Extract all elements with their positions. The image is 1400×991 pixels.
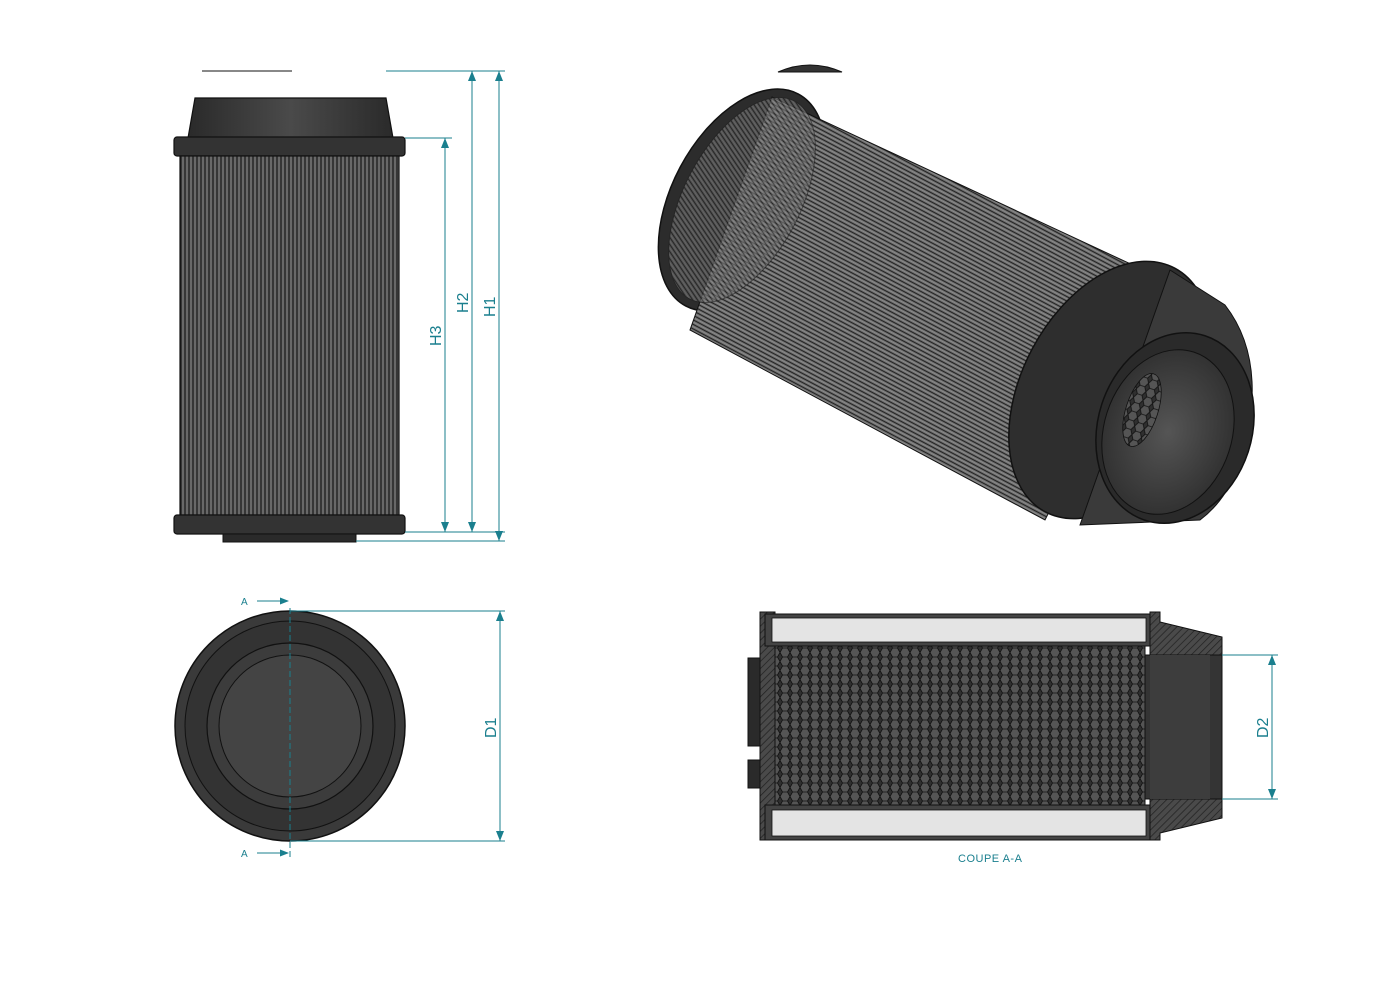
h2-label: H2 (455, 292, 472, 313)
iso-top-arc (777, 64, 843, 73)
h1-label: H1 (482, 296, 499, 317)
section-bottom-media (771, 809, 1147, 837)
top-view: A A (174, 597, 406, 860)
section-left-tab (747, 657, 761, 747)
bottom-tab (222, 533, 357, 543)
front-dimensions: H3 H2 H1 (356, 70, 505, 542)
top-flange (173, 136, 406, 157)
front-view (173, 70, 406, 543)
section-top-media (771, 617, 1147, 643)
d1-label: D1 (483, 717, 500, 738)
bottom-flange (173, 514, 406, 535)
section-caption: COUPE A-A (958, 853, 1023, 865)
h3-label: H3 (428, 325, 445, 346)
section-dimensions: D2 (1222, 654, 1278, 800)
top-view-dimensions: D1 (290, 610, 505, 842)
top-cap (187, 97, 394, 139)
section-view: COUPE A-A (747, 611, 1223, 865)
section-mark-top: A (241, 597, 248, 608)
d2-label: D2 (1255, 717, 1272, 738)
section-mesh-core (774, 645, 1146, 806)
isometric-view (657, 64, 1255, 526)
pleated-body (179, 155, 400, 516)
iso-inner-mesh (1122, 373, 1162, 447)
section-mark-bottom: A (241, 849, 248, 860)
